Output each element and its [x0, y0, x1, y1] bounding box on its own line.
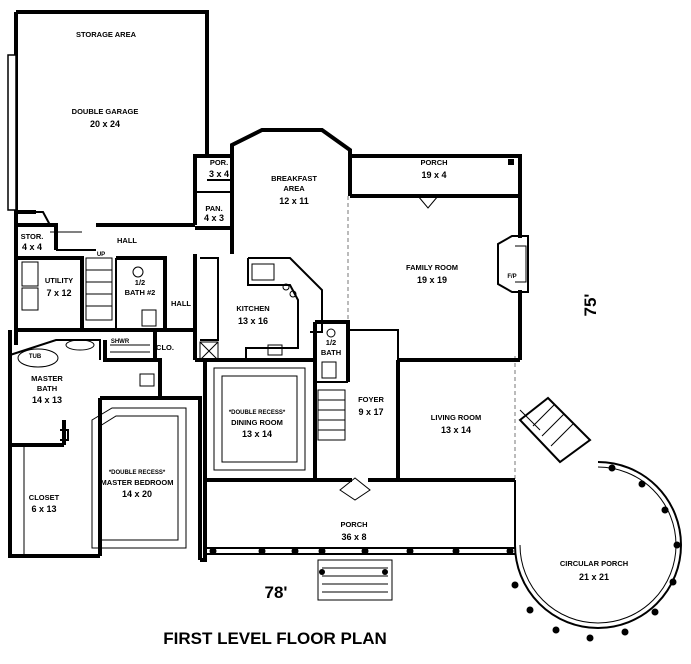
master-bath-size: 14 x 13 — [32, 395, 62, 405]
breakfast-size: 12 x 11 — [279, 196, 309, 206]
family-room-walls — [497, 196, 529, 480]
front-porch-label: PORCH — [340, 520, 367, 529]
top-porch-lines — [350, 154, 522, 209]
half-bath-2-label-1: 1/2 — [135, 278, 145, 287]
circular-porch-size: 21 x 21 — [579, 572, 609, 582]
half-bath-label-2: BATH — [321, 348, 341, 357]
living-room-size: 13 x 14 — [441, 425, 471, 435]
pan-size: 4 x 3 — [204, 213, 224, 223]
front-porch — [205, 547, 515, 601]
foyer-walls — [205, 329, 520, 501]
family-room-size: 19 x 19 — [417, 275, 447, 285]
dining-room-size: 13 x 14 — [242, 429, 272, 439]
breakfast-label-2: AREA — [283, 184, 305, 193]
clo-label: CLO. — [156, 343, 174, 352]
master-bath-walls — [9, 330, 162, 447]
dining-walls — [203, 360, 306, 480]
utility-walls — [16, 256, 195, 332]
storage-area-label: STORAGE AREA — [76, 30, 137, 39]
kitchen-walls — [193, 254, 323, 362]
stor-label: STOR. — [21, 232, 44, 241]
room-labels: STORAGE AREA DOUBLE GARAGE 20 x 24 POR. … — [21, 30, 629, 582]
dining-note: *DOUBLE RECESS* — [229, 410, 286, 416]
garage-size: 20 x 24 — [90, 119, 120, 129]
breakfast-label-1: BREAKFAST — [271, 174, 317, 183]
depth-dimension: 75' — [581, 294, 600, 317]
dining-room-label: DINING ROOM — [231, 418, 283, 427]
por-label: POR. — [210, 158, 228, 167]
por-size: 3 x 4 — [209, 169, 229, 179]
closet-size: 6 x 13 — [31, 504, 56, 514]
pan-label: PAN. — [205, 204, 222, 213]
circular-porch-label: CIRCULAR PORCH — [560, 559, 628, 568]
up-label: UP — [97, 252, 105, 258]
circular-porch — [511, 396, 682, 642]
master-bath-label-1: MASTER — [31, 374, 63, 383]
half-bath-2-label-2: BATH #2 — [125, 288, 156, 297]
plan-title: FIRST LEVEL FLOOR PLAN — [163, 629, 387, 648]
foyer-label: FOYER — [358, 395, 384, 404]
closet-label: CLOSET — [29, 493, 60, 502]
width-dimension: 78' — [265, 583, 288, 602]
por-pan-walls — [195, 154, 234, 230]
master-bedroom-walls — [10, 396, 207, 562]
tub-label: TUB — [29, 354, 42, 360]
master-bath-label-2: BATH — [37, 384, 57, 393]
kitchen-label: KITCHEN — [236, 304, 269, 313]
kitchen-size: 13 x 16 — [238, 316, 268, 326]
front-porch-size: 36 x 8 — [341, 532, 366, 542]
shower-label: SHWR — [111, 339, 130, 345]
family-room-label: FAMILY ROOM — [406, 263, 458, 272]
master-bedroom-note: *DOUBLE RECESS* — [109, 470, 166, 476]
top-porch-size: 19 x 4 — [421, 170, 446, 180]
stor-size: 4 x 4 — [22, 242, 42, 252]
utility-size: 7 x 12 — [46, 288, 71, 298]
utility-label: UTILITY — [45, 276, 73, 285]
half-bath-walls — [313, 320, 350, 445]
master-bedroom-label: MASTER BEDROOM — [101, 478, 174, 487]
half-bath-label-1: 1/2 — [326, 338, 336, 347]
foyer-size: 9 x 17 — [358, 407, 383, 417]
hall-label-2: HALL — [171, 299, 191, 308]
hall-label-1: HALL — [117, 236, 137, 245]
master-bedroom-size: 14 x 20 — [122, 489, 152, 499]
top-porch-label: PORCH — [420, 158, 447, 167]
garage-label: DOUBLE GARAGE — [72, 107, 139, 116]
fireplace-label: F/P — [507, 274, 516, 280]
living-room-label: LIVING ROOM — [431, 413, 481, 422]
